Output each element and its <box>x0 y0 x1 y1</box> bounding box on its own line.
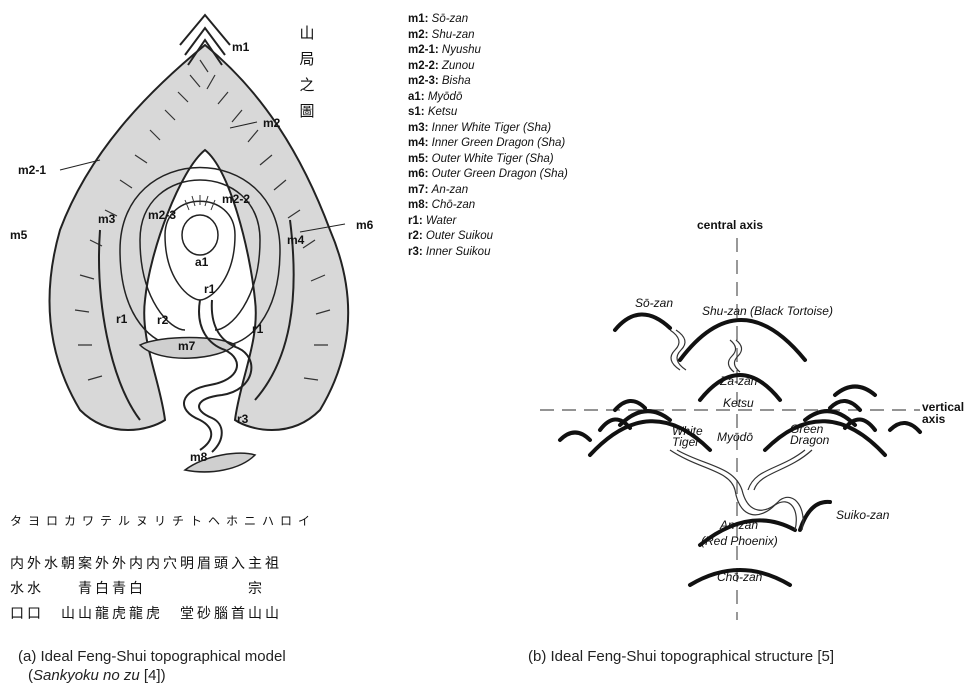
label-m8: m8 <box>190 450 207 464</box>
legend-value: Shu-zan <box>432 29 475 41</box>
white-tiger-label: White Tiger <box>672 426 703 448</box>
legend-value: Chō-zan <box>432 199 475 211</box>
central-axis-label: central axis <box>697 218 763 232</box>
legend-key: m2-3: <box>408 75 439 87</box>
title-char: 圖 <box>296 98 318 124</box>
caption-b: (b) Ideal Feng-Shui topographical struct… <box>528 648 834 665</box>
legend-key: m2-2: <box>408 60 439 72</box>
legend-value: Inner Green Dragon (Sha) <box>432 137 566 149</box>
legend-key: r3: <box>408 246 423 258</box>
label-m5: m5 <box>10 228 27 242</box>
an-zan-label: An-zan <box>720 518 758 532</box>
legend-row: m2-3: Bisha <box>408 74 568 90</box>
legend-value: Outer Suikou <box>426 230 493 242</box>
feng-shui-structure-diagram <box>520 200 972 620</box>
caption-a-italic-title: Sankyoku no zu <box>33 667 140 684</box>
kanji-row-3: 口口 山山龍虎龍虎 堂砂腦首山山 <box>10 603 350 623</box>
so-zan-label: Sō-zan <box>635 296 673 310</box>
vertical-axis-label: vertical axis <box>922 401 964 425</box>
myodo-label: Myōdō <box>717 430 753 444</box>
legend-key: m2-1: <box>408 44 439 56</box>
legend-row: m2-2: Zunou <box>408 59 568 75</box>
legend-value: Inner White Tiger (Sha) <box>432 122 551 134</box>
legend-key: m8: <box>408 199 428 211</box>
legend-row: a1: Myōdō <box>408 90 568 106</box>
label-m4: m4 <box>287 233 304 247</box>
label-m3: m3 <box>98 212 115 226</box>
legend-row: s1: Ketsu <box>408 105 568 121</box>
label-r3: r3 <box>237 412 248 426</box>
legend-key: m1: <box>408 13 428 25</box>
legend-value: Bisha <box>442 75 471 87</box>
legend-value: Myōdō <box>428 91 463 103</box>
label-m2-2: m2-2 <box>222 192 250 206</box>
kana-row: タヨロカワテルヌリチトヘホニハロイ <box>10 512 350 529</box>
suiko-zan-label: Suiko-zan <box>836 508 889 522</box>
cho-zan-label: Chō-zan <box>717 570 762 584</box>
legend-value: An-zan <box>432 184 468 196</box>
legend-key: m4: <box>408 137 428 149</box>
kanji-row-1: 内外水朝案外外内内穴明眉頭入主祖 <box>10 553 350 573</box>
panel-a-topographical-model: 山 局 之 圖 m1 m2 m2-1 m2-2 m2-3 m3 m4 m5 m6… <box>0 0 400 689</box>
label-m2-3: m2-3 <box>148 208 176 222</box>
label-r1-right: r1 <box>252 322 263 336</box>
legend-key: a1: <box>408 91 425 103</box>
label-m7: m7 <box>178 339 195 353</box>
za-zan-label: Za-zan <box>720 374 757 388</box>
label-m2: m2 <box>263 116 280 130</box>
legend-value: Sō-zan <box>432 13 468 25</box>
red-phoenix-label: (Red Phoenix) <box>701 534 778 548</box>
legend-key: s1: <box>408 106 425 118</box>
shu-zan-label: Shu-zan (Black Tortoise) <box>702 304 833 318</box>
legend-row: m1: Sō-zan <box>408 12 568 28</box>
title-char: 局 <box>296 46 318 72</box>
legend-row: m7: An-zan <box>408 183 568 199</box>
legend-row: m6: Outer Green Dragon (Sha) <box>408 167 568 183</box>
legend-key: r1: <box>408 215 423 227</box>
legend-value: Nyushu <box>442 44 481 56</box>
label-r1-center: r1 <box>204 282 215 296</box>
caption-a-ref: [4]) <box>140 667 166 684</box>
legend-key: m7: <box>408 184 428 196</box>
legend-row: m2: Shu-zan <box>408 28 568 44</box>
label-m2-1: m2-1 <box>18 163 46 177</box>
kanji-row-2: 水水 青白青白 宗 <box>10 578 350 598</box>
legend-value: Outer Green Dragon (Sha) <box>432 168 568 180</box>
label-m6: m6 <box>356 218 373 232</box>
title-char: 之 <box>296 72 318 98</box>
legend-key: m3: <box>408 122 428 134</box>
title-char: 山 <box>296 20 318 46</box>
ketsu-label: Ketsu <box>723 396 754 410</box>
panel-b-topographical-structure: central axis vertical axis Sō-zan Shu-za… <box>520 200 972 620</box>
legend-row: m5: Outer White Tiger (Sha) <box>408 152 568 168</box>
legend-key: m6: <box>408 168 428 180</box>
label-r1-left: r1 <box>116 312 127 326</box>
legend-key: r2: <box>408 230 423 242</box>
legend-value: Outer White Tiger (Sha) <box>432 153 554 165</box>
legend-key: m5: <box>408 153 428 165</box>
label-a1: a1 <box>195 255 208 269</box>
legend-value: Water <box>426 215 456 227</box>
green-dragon-label: Green Dragon <box>790 424 829 446</box>
caption-a-line2: (Sankyoku no zu [4]) <box>28 667 166 684</box>
legend-row: m4: Inner Green Dragon (Sha) <box>408 136 568 152</box>
vertical-map-title: 山 局 之 圖 <box>296 20 318 124</box>
caption-a-line1: (a) Ideal Feng-Shui topographical model <box>18 648 286 665</box>
legend-row: m3: Inner White Tiger (Sha) <box>408 121 568 137</box>
legend-value: Zunou <box>442 60 475 72</box>
legend-value: Ketsu <box>428 106 457 118</box>
label-r2: r2 <box>157 313 168 327</box>
label-m1: m1 <box>232 40 249 54</box>
legend-value: Inner Suikou <box>426 246 491 258</box>
legend-row: m2-1: Nyushu <box>408 43 568 59</box>
legend-key: m2: <box>408 29 428 41</box>
